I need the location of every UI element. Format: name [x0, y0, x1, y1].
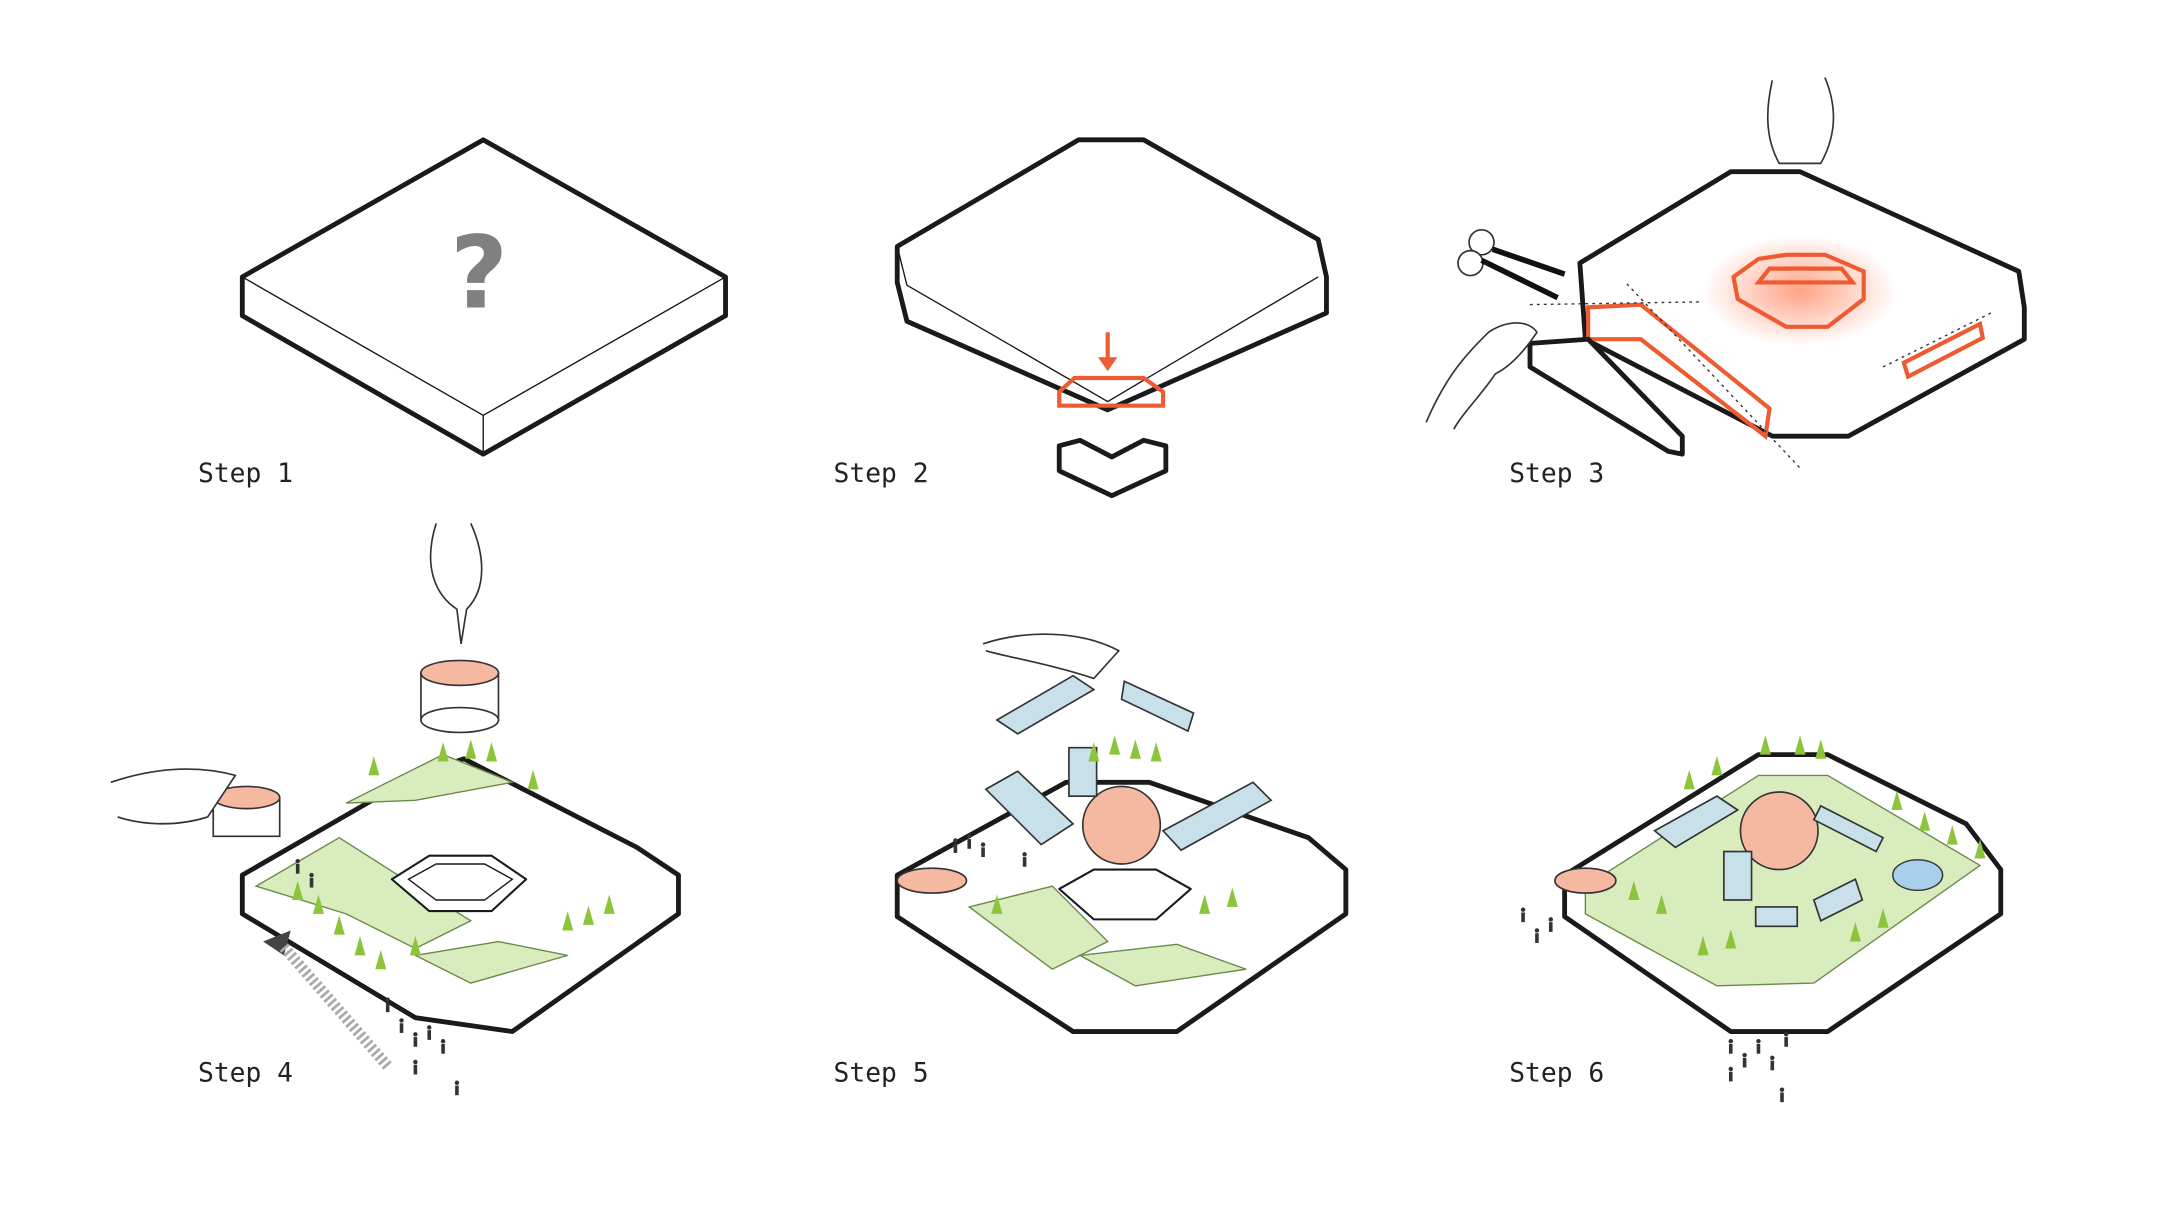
hand-icon [1425, 322, 1538, 430]
tree-icon [1794, 735, 1806, 755]
person-icon [454, 1080, 460, 1096]
tree-icon [1759, 735, 1771, 755]
person-icon [295, 859, 300, 874]
person-icon [1770, 1055, 1775, 1071]
tree-icon [1849, 922, 1861, 942]
tree-icon [1891, 790, 1903, 810]
hand-icon [110, 768, 237, 825]
people [295, 834, 1789, 1103]
tree-icon [368, 756, 380, 776]
tree-icon [527, 769, 539, 790]
person-icon [1783, 1032, 1789, 1047]
person-icon [427, 1025, 432, 1040]
person-icon [413, 1059, 418, 1075]
person-icon [399, 1018, 404, 1033]
tree-icon [1129, 739, 1141, 759]
person-icon [440, 1039, 446, 1054]
tree-icon [292, 880, 304, 900]
person-icon [1728, 1039, 1733, 1054]
step-6-label: Step 6 [1509, 1058, 1604, 1088]
tree-icon [1919, 811, 1931, 831]
hand-icon [982, 633, 1121, 680]
tree-icon [582, 905, 594, 925]
tree-icon [1946, 825, 1958, 845]
trees [292, 735, 1986, 970]
extracted-piece-icon [1056, 437, 1169, 499]
tree-icon [1725, 929, 1737, 949]
tree-icon [1088, 742, 1100, 762]
tree-icon [1628, 880, 1640, 900]
tree-icon [1697, 936, 1709, 956]
tree-icon [312, 894, 324, 914]
tree-icon [1877, 908, 1889, 928]
tree-icon [437, 742, 449, 762]
tree-icon [1711, 756, 1723, 776]
blue-building-blocks [984, 674, 1273, 852]
person-icon [1779, 1087, 1785, 1103]
salmon-cylinder-icon [212, 659, 500, 838]
person-icon [1742, 1052, 1747, 1068]
tree-icon [1974, 839, 1986, 859]
step-5-model [894, 633, 1349, 1034]
person-icon [1548, 917, 1553, 932]
tree-icon [1656, 894, 1668, 914]
step-5-label: Step 5 [834, 1058, 929, 1088]
person-icon [1022, 852, 1027, 867]
person-icon [953, 838, 958, 853]
person-icon [1534, 928, 1540, 943]
tree-icon [486, 742, 498, 762]
tree-icon [465, 739, 477, 759]
person-icon [309, 872, 314, 888]
tree-icon [354, 936, 366, 956]
pointing-hand-icon [429, 523, 483, 644]
person-icon [385, 997, 390, 1013]
person-icon [967, 834, 972, 849]
question-mark-icon: ? [450, 214, 508, 331]
hand-top-icon [1766, 77, 1835, 165]
step-1-block: ? [239, 137, 728, 457]
scissors-icon [1457, 229, 1566, 301]
step-2-label: Step 2 [834, 459, 929, 489]
tree-icon [603, 894, 615, 914]
tree-icon [1109, 735, 1121, 755]
step-4-model [110, 523, 681, 1070]
person-icon [980, 842, 986, 858]
person-icon [1520, 907, 1526, 923]
tree-icon [562, 911, 574, 931]
tree-icon [1683, 769, 1695, 790]
tree-icon [409, 936, 421, 956]
tree-icon [375, 949, 387, 970]
tree-icon [1815, 739, 1827, 759]
step-2-block [894, 137, 1329, 499]
step-3-block [1425, 77, 2027, 469]
tree-icon [1226, 887, 1238, 907]
person-icon [1756, 1039, 1761, 1054]
tree-icon [1199, 894, 1211, 914]
person-icon [413, 1032, 418, 1047]
step-3-label: Step 3 [1509, 459, 1604, 489]
tree-icon [991, 894, 1003, 914]
person-icon [1728, 1066, 1733, 1082]
step-1-label: Step 1 [198, 459, 293, 489]
tree-icon [333, 915, 345, 935]
step-4-label: Step 4 [198, 1058, 293, 1088]
step-6-model [1554, 752, 2004, 1034]
tree-icon [1150, 742, 1162, 762]
